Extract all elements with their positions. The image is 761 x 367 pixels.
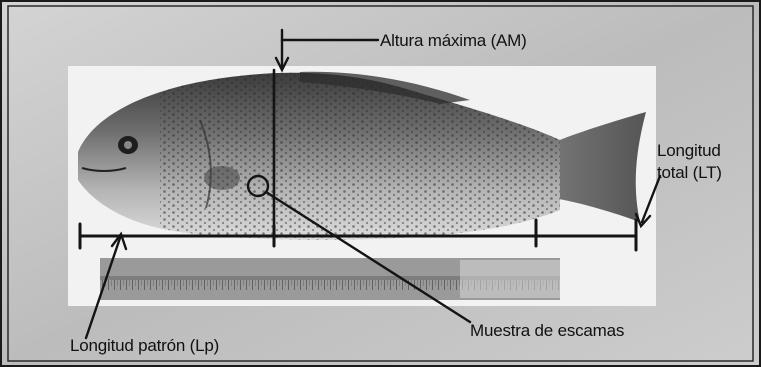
label-total-length: Longitud total (LT) [657, 140, 722, 184]
ruler-photo [100, 258, 560, 300]
label-max-height: Altura máxima (AM) [380, 31, 527, 51]
label-scale-sample: Muestra de escamas [470, 321, 624, 341]
label-total-length-line1: Longitud [657, 140, 722, 162]
label-standard-length: Longitud patrón (Lp) [70, 336, 219, 356]
label-total-length-line2: total (LT) [657, 162, 722, 184]
